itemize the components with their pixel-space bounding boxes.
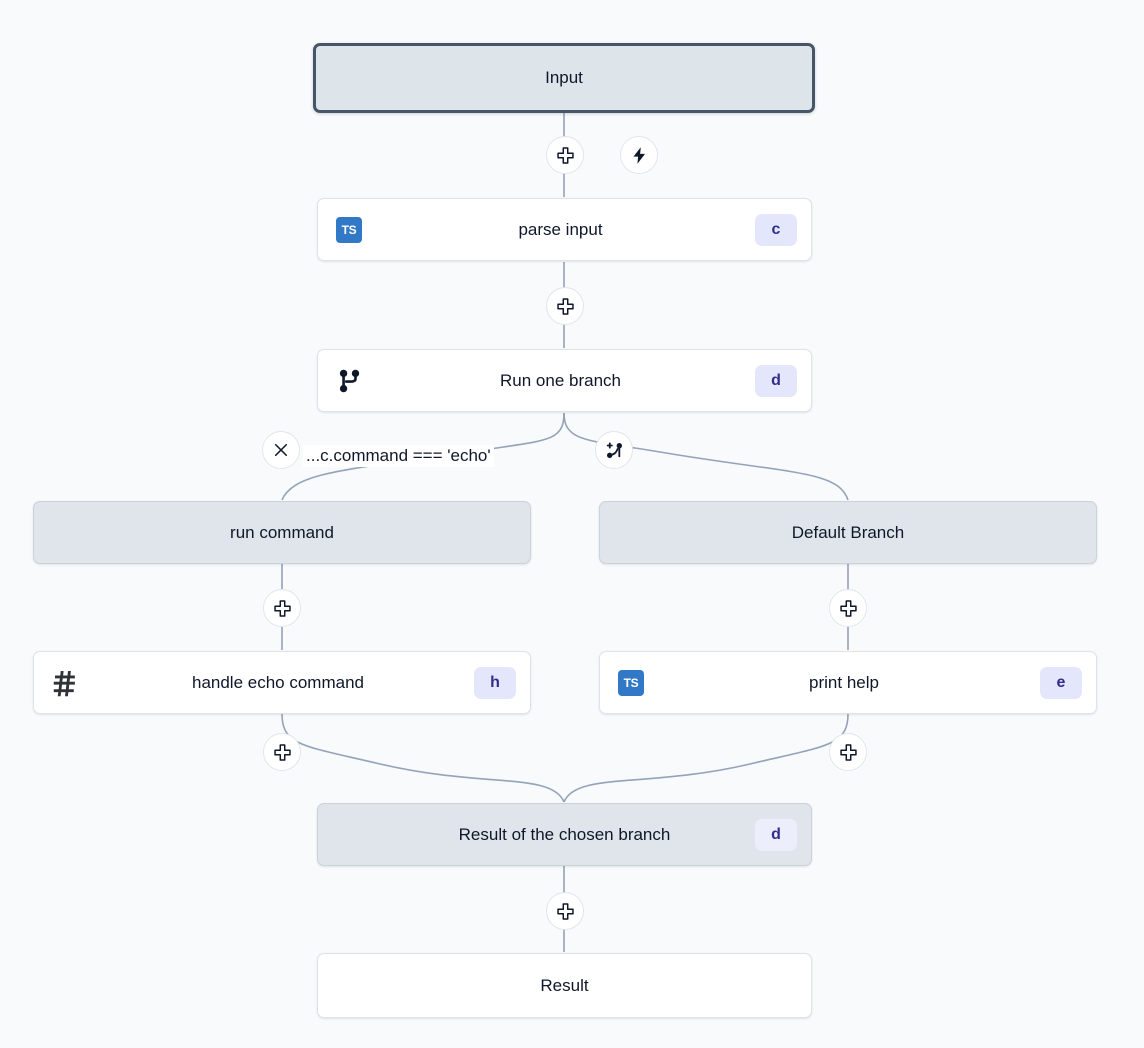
add-step-after-default-branch-button[interactable] — [829, 589, 867, 627]
node-result-label: Result — [540, 975, 589, 995]
node-print-help-label: print help — [809, 672, 879, 692]
edge-print-help-to-branch-result — [563, 713, 849, 803]
typescript-icon: TS — [614, 666, 648, 700]
node-handle-echo-command-label: handle echo command — [191, 672, 364, 692]
node-result[interactable]: Result — [317, 953, 812, 1018]
add-step-after-run-command-button[interactable] — [263, 589, 301, 627]
script-hash-icon — [48, 666, 82, 700]
typescript-icon: TS — [332, 213, 366, 247]
node-run-one-branch[interactable]: Run one branch d — [317, 349, 812, 412]
add-step-after-parse-input-button[interactable] — [546, 287, 584, 325]
add-step-after-input-button[interactable] — [546, 136, 584, 174]
trigger-after-input-button[interactable] — [620, 136, 658, 174]
add-step-after-branch-result-button[interactable] — [546, 892, 584, 930]
node-run-one-branch-label: Run one branch — [500, 370, 621, 390]
node-default-branch-label: Default Branch — [791, 522, 905, 542]
typescript-icon-text: TS — [336, 216, 362, 243]
node-handle-echo-command[interactable]: handle echo command h — [33, 651, 531, 714]
edge-handle-echo-to-branch-result — [281, 713, 565, 803]
add-branch-button[interactable] — [595, 431, 633, 469]
node-parse-input[interactable]: TS parse input c — [317, 198, 812, 261]
remove-branch-button[interactable] — [262, 431, 300, 469]
node-run-command[interactable]: run command — [33, 501, 531, 564]
node-parse-input-label: parse input — [518, 219, 603, 239]
node-handle-echo-command-badge[interactable]: h — [474, 666, 516, 699]
add-step-after-print-help-button[interactable] — [829, 733, 867, 771]
node-print-help-badge[interactable]: e — [1040, 666, 1082, 699]
node-print-help[interactable]: TS print help e — [599, 651, 1097, 714]
node-input[interactable]: Input — [313, 43, 815, 113]
node-branch-result-badge[interactable]: d — [755, 818, 797, 851]
node-branch-result[interactable]: Result of the chosen branch d — [317, 803, 812, 866]
node-input-label: Input — [545, 68, 583, 87]
node-default-branch[interactable]: Default Branch — [599, 501, 1097, 564]
typescript-icon-text: TS — [618, 669, 644, 696]
git-branch-icon — [332, 364, 366, 398]
node-run-one-branch-badge[interactable]: d — [755, 364, 797, 397]
branch-condition-expression[interactable]: ...c.command === 'echo' — [303, 445, 494, 467]
node-parse-input-badge[interactable]: c — [755, 213, 797, 246]
node-branch-result-label: Result of the chosen branch — [458, 824, 671, 844]
add-step-after-handle-echo-button[interactable] — [263, 733, 301, 771]
node-run-command-label: run command — [230, 522, 334, 542]
